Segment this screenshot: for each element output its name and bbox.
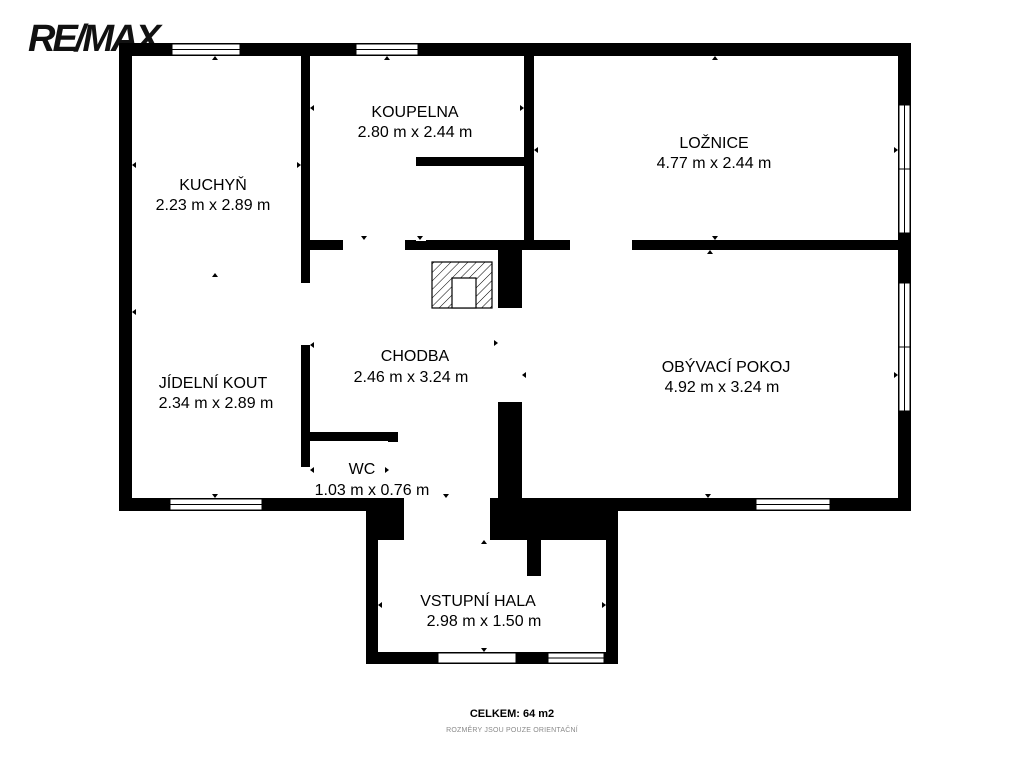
door-living xyxy=(498,308,522,402)
total-area: CELKEM: 64 m2 xyxy=(469,708,555,720)
room-wc-size: 1.03 m x 0.76 m xyxy=(315,482,430,499)
room-koupelna-size: 2.80 m x 2.44 m xyxy=(358,124,473,141)
openings xyxy=(301,166,632,540)
wall-kitchen-corridor xyxy=(301,345,310,498)
door-bedroom xyxy=(570,240,632,250)
wall-wc-top xyxy=(310,432,398,441)
door-hall-main xyxy=(437,652,517,664)
closet-door xyxy=(416,166,426,241)
wall-corridor-living-top xyxy=(498,248,522,308)
disclaimer: ROZMĚRY JSOU POUZE ORIENTAČNÍ xyxy=(446,727,578,734)
room-vstupni-hala-size: 2.98 m x 1.50 m xyxy=(427,613,542,630)
room-chodba-size: 2.46 m x 3.24 m xyxy=(354,369,469,386)
wall-left xyxy=(119,43,132,511)
room-loznice-name: LOŽNICE xyxy=(679,133,748,152)
room-koupelna-name: KOUPELNA xyxy=(371,104,458,121)
room-obyvaci-pokoj-size: 4.92 m x 3.24 m xyxy=(665,379,780,396)
room-labels: KUCHYŇ 2.23 m x 2.89 m KOUPELNA 2.80 m x… xyxy=(156,104,791,630)
measurement-markers xyxy=(132,56,898,652)
door-kitchen xyxy=(301,283,310,345)
wall-hall-stub xyxy=(527,536,541,576)
wall-kitchen-bath xyxy=(301,43,310,313)
windows xyxy=(169,43,911,664)
room-jidelni-kout-name: JÍDELNÍ KOUT xyxy=(159,373,268,392)
room-vstupni-hala-name: VSTUPNÍ HALA xyxy=(420,591,536,610)
room-chodba-name: CHODBA xyxy=(381,348,450,365)
chimney-icon xyxy=(431,261,493,309)
wall-bath-bedroom xyxy=(524,43,534,248)
outer-walls xyxy=(119,43,911,664)
wall-closet-top xyxy=(416,157,528,166)
room-kuchyn-size: 2.23 m x 2.89 m xyxy=(156,197,271,214)
door-wc xyxy=(301,467,310,498)
wall-top xyxy=(119,43,911,56)
room-loznice-size: 4.77 m x 2.44 m xyxy=(657,155,772,172)
wall-corridor-living-bottom xyxy=(498,402,522,502)
room-jidelni-kout-size: 2.34 m x 2.89 m xyxy=(159,395,274,412)
wall-wc-stub xyxy=(388,432,398,442)
door-bath xyxy=(343,240,405,250)
wall-entrance-right-block xyxy=(490,498,618,540)
entrance-passage xyxy=(404,498,490,540)
room-kuchyn-name: KUCHYŇ xyxy=(179,175,247,194)
wall-hall-left xyxy=(366,498,378,664)
wall-hall-right xyxy=(606,498,618,664)
room-wc-name: WC xyxy=(349,461,376,478)
room-obyvaci-pokoj-name: OBÝVACÍ POKOJ xyxy=(662,357,791,376)
